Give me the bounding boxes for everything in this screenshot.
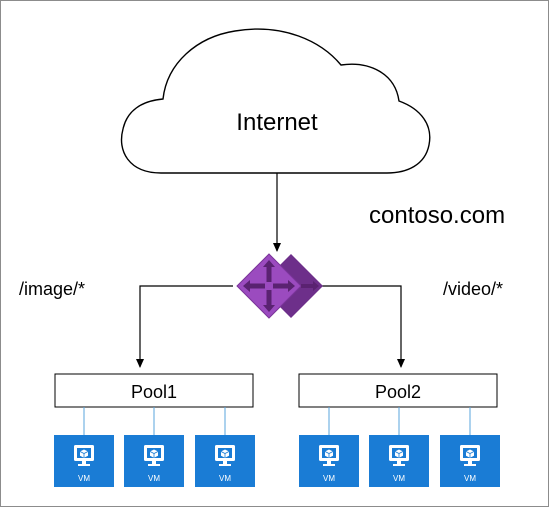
vm-label: VM [464, 474, 476, 483]
vm-icon: VM [298, 434, 360, 488]
internet-cloud: Internet [120, 28, 431, 174]
cloud-shape [120, 28, 431, 174]
vm-label: VM [78, 474, 90, 483]
route-label-image: /image/* [19, 279, 85, 299]
vm-label: VM [393, 474, 405, 483]
vm-icon: VM [53, 434, 115, 488]
pool-label: Pool2 [375, 382, 421, 402]
domain-label: contoso.com [369, 202, 505, 229]
pool-2: Pool2 [298, 373, 498, 408]
vm-label: VM [219, 474, 231, 483]
vm-connectors [83, 407, 471, 435]
vm-icon: VM [123, 434, 185, 488]
pool-1: Pool1 [54, 373, 254, 408]
vm-icon: VM [439, 434, 501, 488]
vm-icon: VM [368, 434, 430, 488]
route-arrow-right [322, 285, 405, 368]
vm-icon: VM [194, 434, 256, 488]
application-gateway-icon [236, 253, 323, 319]
cloud-label: Internet [236, 109, 318, 136]
pool-label: Pool1 [131, 382, 177, 402]
route-arrow-left [136, 285, 233, 368]
vm-label: VM [148, 474, 160, 483]
route-label-video: /video/* [443, 279, 503, 299]
vm-label: VM [323, 474, 335, 483]
